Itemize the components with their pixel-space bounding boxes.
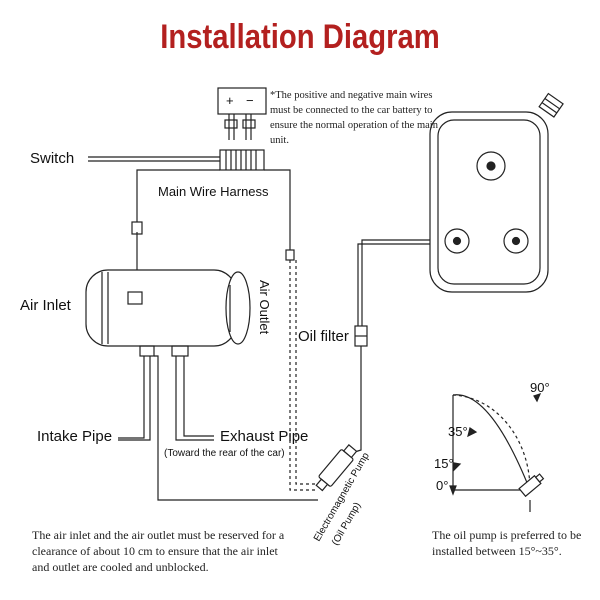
- main-wire-harness-label: Main Wire Harness: [158, 184, 269, 199]
- tank-port-right-center: [511, 236, 521, 246]
- intake-pipe-label: Intake Pipe: [37, 428, 113, 445]
- pump-wire-dashed: [289, 260, 318, 491]
- heater-outlet-end: [225, 271, 251, 345]
- exhaust-pipe-label: Exhaust Pipe: [220, 428, 309, 445]
- angle-marker-15: [453, 462, 462, 472]
- tank-port-left-center: [452, 236, 462, 246]
- angle-arc: [452, 394, 531, 491]
- harness-plug-left: [131, 221, 143, 235]
- tank-port-right: [503, 228, 529, 254]
- angle-label-0: 0°: [436, 478, 449, 493]
- battery-box: [217, 87, 267, 115]
- harness-ribs: [225, 150, 257, 170]
- harness-block: [219, 149, 265, 171]
- exhaust-port: [171, 345, 189, 357]
- harness-wire-right: [264, 169, 291, 250]
- fuel-tank-inner: [437, 119, 541, 285]
- battery-negative-label: −: [246, 93, 254, 108]
- angle-label-15: 15°: [434, 456, 454, 471]
- exhaust-note-label: (Toward the rear of the car): [164, 448, 285, 459]
- exhaust-pipe: [175, 356, 214, 441]
- intake-pipe-2: [118, 356, 151, 441]
- harness-plug-right: [285, 249, 295, 261]
- exhaust-pipe-2: [183, 356, 214, 437]
- air-inlet-label: Air Inlet: [20, 297, 71, 314]
- switch-label: Switch: [30, 150, 75, 167]
- tank-port-top: [476, 151, 506, 181]
- battery-positive-label: +: [226, 93, 234, 108]
- intake-port: [139, 345, 155, 357]
- angle-marker-35: [467, 427, 478, 438]
- air-outlet-label: Air Outlet: [257, 280, 272, 335]
- fuel-tank-cap: [538, 92, 564, 118]
- battery-connector-left: [224, 119, 238, 129]
- heater-control-box: [127, 291, 143, 305]
- angle-marker-90: [533, 393, 542, 403]
- fuel-line-heater: [154, 355, 318, 501]
- footer-left-note: The air inlet and the air outlet must be…: [32, 528, 285, 574]
- harness-wire-left: [136, 169, 220, 222]
- oil-line-upper-2: [357, 243, 438, 326]
- angle-marker-0: [449, 485, 457, 496]
- angle-label-35: 35°: [448, 424, 468, 439]
- battery-connector-right: [242, 119, 256, 129]
- tank-port-top-center: [486, 161, 496, 171]
- battery-note: *The positive and negative main wires mu…: [270, 90, 438, 146]
- fuel-tank: [429, 111, 549, 293]
- diagram-title: Installation Diagram: [160, 18, 440, 56]
- tank-port-left: [444, 228, 470, 254]
- oil-pump: [315, 444, 358, 492]
- oil-line-upper: [361, 239, 440, 326]
- oil-filter-label: Oil filter: [298, 328, 349, 345]
- pump-wire-dashed-2: [295, 260, 322, 485]
- oil-line-lower: [341, 346, 362, 457]
- angle-arc-solid: [452, 394, 531, 491]
- angle-pump-icon: [518, 473, 545, 498]
- intake-pipe: [118, 356, 145, 439]
- angle-label-90: 90°: [530, 380, 550, 395]
- footer-right-note: The oil pump is preferred to be installe…: [432, 528, 582, 558]
